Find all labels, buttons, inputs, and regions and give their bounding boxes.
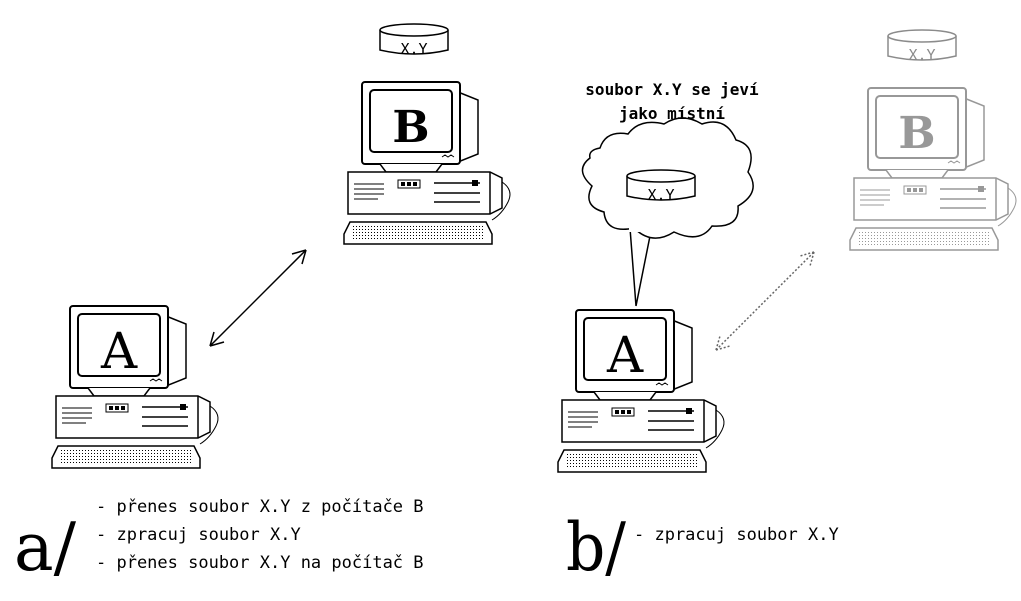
computer-a-icon: A: [51, 305, 219, 469]
computer-label: A: [100, 322, 138, 380]
remote-disk-icon: X.Y: [887, 29, 957, 64]
thought-cloud-icon: X.Y: [581, 117, 754, 307]
computer-label: B: [898, 108, 935, 159]
computer-label: A: [606, 326, 644, 384]
panel-a-step-3: - přenes soubor X.Y na počítač B: [96, 553, 424, 573]
remote-transfer-arrow-icon: [715, 251, 815, 351]
transfer-arrow-icon: [209, 249, 307, 347]
computer-b-icon: B: [343, 81, 511, 245]
computer-label: B: [392, 102, 429, 153]
panel-b-step-1: - zpracuj soubor X.Y: [634, 525, 839, 545]
panel-a-step-1: - přenes soubor X.Y z počítače B: [96, 497, 424, 517]
remote-computer-b-icon: B: [849, 87, 1017, 251]
disk-label: X.Y: [908, 46, 935, 64]
panel-a-marker: a/: [14, 509, 77, 586]
disk-icon: X.Y: [379, 23, 449, 58]
cloud-disk-label: X.Y: [647, 186, 674, 204]
cloud-disk-icon: X.Y: [626, 169, 696, 204]
disk-label: X.Y: [400, 40, 427, 58]
panel-a-step-2: - zpracuj soubor X.Y: [96, 525, 301, 545]
local-computer-a-icon: A: [557, 309, 725, 473]
cloud-caption-line1: soubor X.Y se jeví: [585, 80, 759, 99]
panel-b-marker: b/: [566, 509, 627, 586]
cloud-caption-line2: jako místní: [619, 104, 725, 123]
